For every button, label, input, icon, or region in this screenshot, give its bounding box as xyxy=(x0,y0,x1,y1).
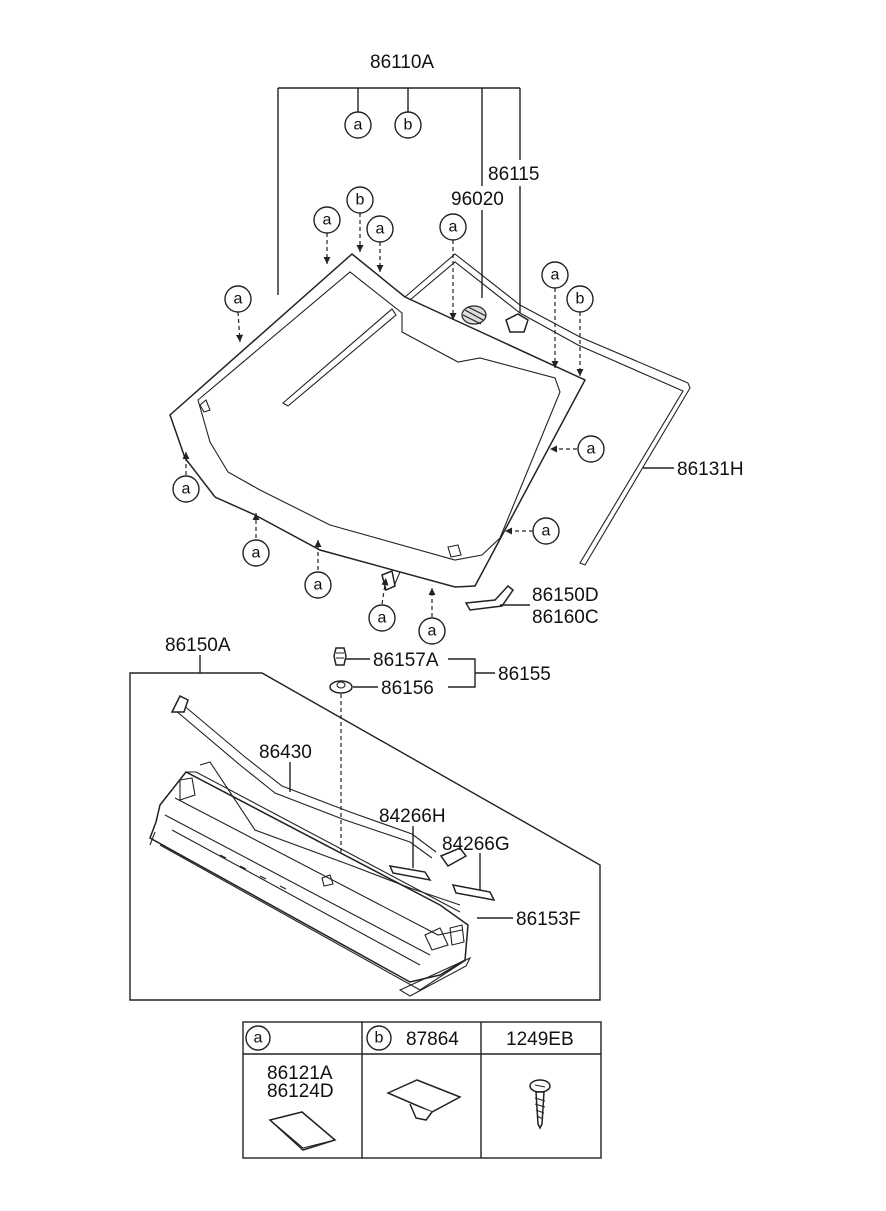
callout-a-5: a xyxy=(541,261,569,289)
label-86155: 86155 xyxy=(498,664,551,685)
screw-icon xyxy=(529,1079,551,1130)
callout-a-8: a xyxy=(172,475,200,503)
label-86153F: 86153F xyxy=(516,909,580,930)
svg-text:a: a xyxy=(182,481,191,498)
callout-a-7: a xyxy=(532,517,560,545)
svg-text:b: b xyxy=(576,291,585,308)
bracket-86150D[interactable] xyxy=(464,584,515,611)
svg-text:a: a xyxy=(542,523,551,540)
svg-text:a: a xyxy=(587,441,596,458)
label-86157A: 86157A xyxy=(373,650,439,671)
svg-text:a: a xyxy=(314,577,323,594)
clip-84266H[interactable] xyxy=(388,865,432,882)
svg-text:a: a xyxy=(254,1030,263,1047)
svg-text:b: b xyxy=(404,117,413,134)
svg-text:a: a xyxy=(449,219,458,236)
label-86131H: 86131H xyxy=(677,459,744,480)
svg-text:a: a xyxy=(323,212,332,229)
svg-text:a: a xyxy=(428,623,437,640)
label-84266G: 84266G xyxy=(442,834,510,855)
fastener-86156[interactable] xyxy=(329,680,353,694)
svg-text:b: b xyxy=(356,192,365,209)
legend-col-a: a 86121A 86124D xyxy=(245,1025,337,1151)
clip-84266G[interactable] xyxy=(439,847,496,902)
callout-a-2: a xyxy=(313,206,341,234)
legend-part-87864: 87864 xyxy=(406,1029,459,1050)
callout-a-4: a xyxy=(439,213,467,241)
callout-a-10: a xyxy=(304,571,332,599)
callout-b-top: b xyxy=(394,111,422,139)
pad-96020[interactable] xyxy=(461,305,487,325)
label-86156: 86156 xyxy=(381,678,434,699)
svg-text:a: a xyxy=(354,117,363,134)
callout-b-2: b xyxy=(566,285,594,313)
svg-text:b: b xyxy=(375,1030,384,1047)
label-86430: 86430 xyxy=(259,742,312,763)
clip-87864-illustration xyxy=(386,1079,462,1121)
callout-arrows xyxy=(182,213,584,617)
svg-text:a: a xyxy=(234,291,243,308)
svg-text:a: a xyxy=(376,221,385,238)
label-86160C: 86160C xyxy=(532,607,599,628)
legend-table xyxy=(242,1021,602,1159)
leader-lines xyxy=(199,87,674,919)
label-86150A: 86150A xyxy=(165,635,231,656)
svg-text:a: a xyxy=(378,610,387,627)
cowl-boundary xyxy=(129,672,601,1001)
callout-a-11: a xyxy=(368,604,396,632)
windshield-glass[interactable] xyxy=(169,253,587,588)
pad-86115[interactable] xyxy=(505,313,529,333)
callout-a-6: a xyxy=(577,435,605,463)
legend-part-1249EB: 1249EB xyxy=(506,1029,574,1050)
callout-a-3: a xyxy=(366,215,394,243)
label-86110A: 86110A xyxy=(370,52,434,73)
label-96020: 96020 xyxy=(451,189,504,210)
fastener-86157A[interactable] xyxy=(333,647,347,666)
callout-a-1: a xyxy=(224,285,252,313)
callout-b-1: b xyxy=(346,186,374,214)
legend-part-86124D: 86124D xyxy=(267,1081,334,1102)
callout-a-9: a xyxy=(242,539,270,567)
label-86115: 86115 xyxy=(488,164,539,185)
label-86150D: 86150D xyxy=(532,585,599,606)
svg-text:a: a xyxy=(551,267,560,284)
legend-col-c: 1249EB xyxy=(506,1029,574,1130)
cowl-panel[interactable] xyxy=(149,771,472,997)
legend-part-86121A: 86121A xyxy=(267,1063,333,1084)
callout-a-top: a xyxy=(344,111,372,139)
legend-col-b: b 87864 xyxy=(366,1025,462,1121)
svg-text:a: a xyxy=(252,545,261,562)
moulding-clip-illustration xyxy=(268,1111,337,1151)
label-84266H: 84266H xyxy=(379,806,446,827)
callout-a-12: a xyxy=(418,617,446,645)
